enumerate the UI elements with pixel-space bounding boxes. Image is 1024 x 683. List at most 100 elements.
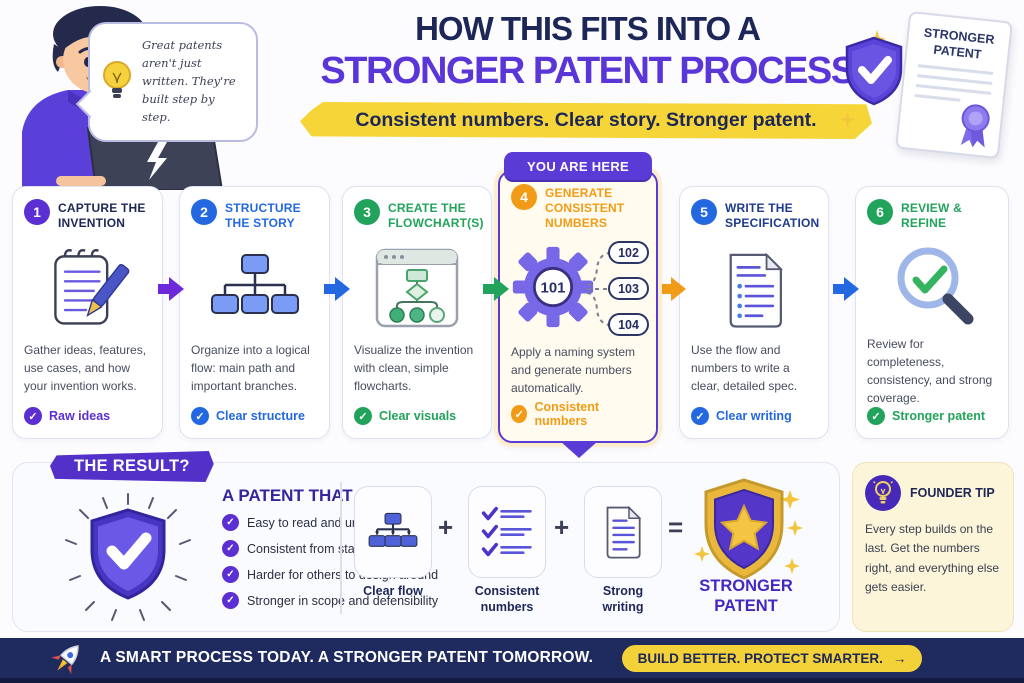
- you-are-here-banner: YOU ARE HERE: [504, 152, 652, 180]
- check-icon: [222, 592, 239, 609]
- clear-flow-tile: [354, 486, 432, 578]
- step-card-2: 2 STRUCTURE THE STORY Organize into a lo…: [179, 186, 330, 439]
- org-chart-icon: [210, 254, 299, 314]
- number-pill: 102: [608, 241, 649, 264]
- gear-101-icon: 101: [512, 246, 594, 328]
- step-title: CREATE THE FLOWCHART(S): [388, 201, 484, 230]
- check-icon: [867, 407, 885, 425]
- step-card-4-current: 4 GENERATE CONSISTENT NUMBERS 101: [498, 170, 658, 443]
- plus-operator: +: [438, 512, 454, 542]
- step-title: CAPTURE THE INVENTION: [58, 201, 146, 230]
- number-pill: 104: [608, 313, 649, 336]
- checklist-icon: [481, 506, 532, 557]
- step-tag: Clear structure: [216, 409, 305, 423]
- flow-arrow-icon: [833, 277, 859, 301]
- step-card-3: 3 CREATE THE FLOWCHART(S) Visualize the …: [342, 186, 492, 439]
- footer-bar: A SMART PROCESS TODAY. A STRONGER PATENT…: [0, 638, 1024, 683]
- certificate-line: [914, 93, 961, 102]
- arrow-right-icon: →: [892, 651, 907, 666]
- speech-bubble: Great patents aren't just written. They'…: [88, 22, 258, 142]
- sparkle-icon: [840, 112, 855, 127]
- check-icon: [222, 514, 239, 531]
- check-icon: [511, 405, 528, 423]
- tile-label: Strong writing: [602, 584, 644, 615]
- plus-operator: +: [554, 512, 570, 542]
- spec-document-icon: [729, 252, 784, 328]
- step-description: Visualize the invention with clean, simp…: [354, 343, 474, 393]
- result-banner-text: THE RESULT?: [74, 457, 190, 475]
- step-tag: Consistent numbers: [534, 400, 600, 428]
- page-title: HOW THIS FITS INTO A STRONGER PATENT PRO…: [300, 10, 875, 93]
- certificate-line: [915, 83, 992, 95]
- check-icon: [191, 407, 209, 425]
- check-icon: [222, 540, 239, 557]
- step-description: Gather ideas, features, use cases, and h…: [24, 343, 147, 393]
- equals-operator: =: [668, 512, 684, 542]
- magnifier-check-icon: [897, 247, 974, 325]
- you-are-here-text: YOU ARE HERE: [526, 158, 630, 174]
- step-description: Review for completeness, consistency, an…: [867, 337, 993, 405]
- current-step-pointer: [560, 441, 598, 458]
- check-icon: [222, 566, 239, 583]
- subtitle-text: Consistent numbers. Clear story. Stronge…: [355, 109, 817, 131]
- ribbon-rosette-icon: [960, 104, 990, 148]
- cta-button[interactable]: BUILD BETTER. PROTECT SMARTER. →: [622, 645, 922, 672]
- speech-bubble-text: Great patents aren't just written. They'…: [142, 38, 236, 124]
- step-card-5: 5 WRITE THE SPECIFICATION Use the flow a…: [679, 186, 829, 439]
- step-number-badge: 5: [691, 199, 717, 225]
- shield-check-icon: [845, 36, 903, 106]
- footer-tagline: A SMART PROCESS TODAY. A STRONGER PATENT…: [100, 649, 594, 666]
- step-tag: Clear visuals: [379, 409, 457, 423]
- check-icon: [24, 407, 42, 425]
- step-number-badge: 1: [24, 199, 50, 225]
- strong-writing-tile: [584, 486, 662, 578]
- flow-arrow-icon: [483, 277, 509, 301]
- stronger-patent-label: STRONGER PATENT: [699, 577, 793, 615]
- step-number-badge: 3: [354, 199, 380, 225]
- step-number-badge: 4: [511, 184, 537, 210]
- cta-button-label: BUILD BETTER. PROTECT SMARTER.: [637, 651, 883, 666]
- flowchart-window-icon: [375, 248, 459, 328]
- subtitle-highlight: Consistent numbers. Clear story. Stronge…: [300, 102, 872, 139]
- step-card-6: 6 REVIEW & REFINE Review for completenes…: [855, 186, 1009, 439]
- step-description: Apply a naming system and generate numbe…: [511, 345, 636, 395]
- founder-tip-title: FOUNDER TIP: [910, 486, 995, 500]
- step-description: Use the flow and numbers to write a clea…: [691, 343, 798, 393]
- gear-center-number: 101: [541, 280, 566, 297]
- result-banner: THE RESULT?: [50, 451, 214, 482]
- step-title: GENERATE CONSISTENT NUMBERS: [545, 186, 625, 230]
- flow-arrow-icon: [158, 277, 184, 301]
- step-description: Organize into a logical flow: main path …: [191, 343, 310, 393]
- notepad-pen-icon: [53, 249, 129, 325]
- document-icon: [606, 505, 642, 559]
- certificate-card: STRONGER PATENT: [895, 10, 1013, 160]
- step-tag: Raw ideas: [49, 409, 111, 423]
- tile-label: Consistent numbers: [474, 584, 540, 615]
- result-item-text: Stronger in scope and defensibility: [247, 593, 439, 608]
- shield-check-icon: [65, 493, 191, 621]
- check-icon: [354, 407, 372, 425]
- certificate-line: [917, 63, 994, 75]
- step-number-badge: 2: [191, 199, 217, 225]
- number-pill: 103: [608, 277, 649, 300]
- lightbulb-icon: [865, 475, 901, 511]
- step-tag: Stronger patent: [892, 409, 986, 423]
- certificate-title: STRONGER PATENT: [923, 25, 996, 62]
- rocket-icon: [48, 640, 86, 683]
- dashed-connectors: [586, 252, 610, 326]
- step-title: REVIEW & REFINE: [901, 201, 962, 230]
- flow-arrow-icon: [660, 277, 686, 301]
- step-title: STRUCTURE THE STORY: [225, 201, 301, 230]
- flow-arrow-icon: [324, 277, 350, 301]
- step-tag: Clear writing: [716, 409, 792, 423]
- tile-label: Clear flow: [363, 584, 423, 598]
- lightbulb-icon: [103, 61, 131, 98]
- founder-tip-box: FOUNDER TIP Every step builds on the las…: [852, 462, 1014, 632]
- consistent-numbers-tile: [468, 486, 546, 578]
- title-line2: STRONGER PATENT PROCESS: [320, 50, 856, 92]
- step-number-badge: 6: [867, 199, 893, 225]
- founder-tip-body: Every step builds on the last. Get the n…: [865, 522, 1000, 595]
- result-heading: A PATENT THAT IS:: [222, 486, 380, 505]
- title-line1: HOW THIS FITS INTO A: [415, 10, 761, 47]
